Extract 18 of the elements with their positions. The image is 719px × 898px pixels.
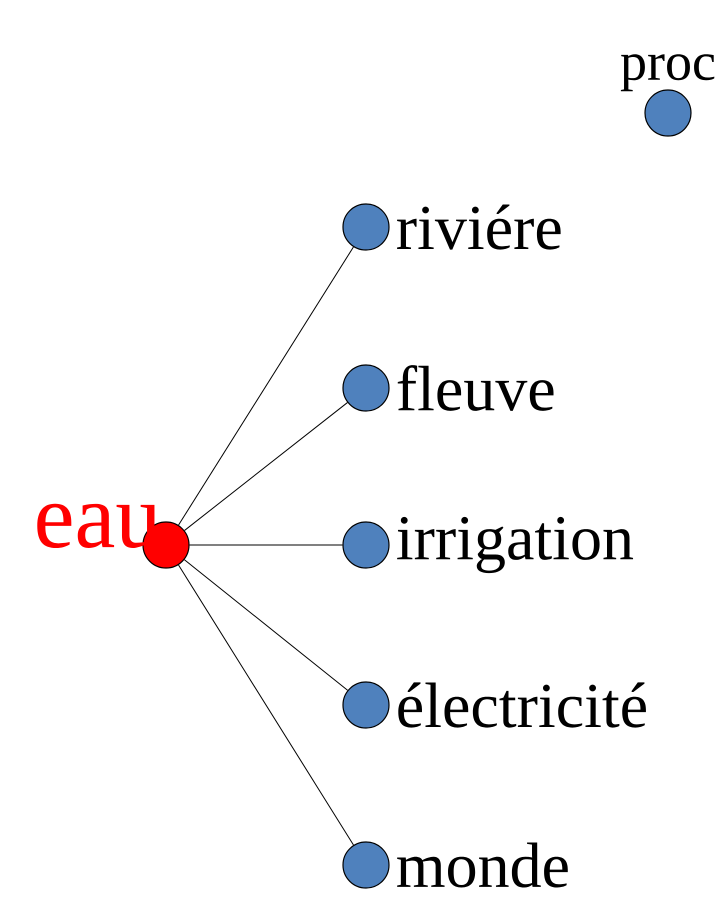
connector-line: [178, 246, 354, 526]
node-label: riviére: [397, 204, 561, 250]
node-label: proc: [620, 54, 714, 92]
node-label: fleuve: [398, 365, 554, 411]
connector-line: [184, 559, 348, 691]
node-label: monde: [397, 842, 568, 888]
circle-node: [37, 504, 190, 569]
circle-node: [342, 364, 554, 412]
connector-line: [184, 402, 348, 531]
circle-node: [620, 54, 714, 137]
node-label: irrigation: [397, 516, 634, 574]
circle-node: [342, 203, 561, 251]
circle-node: [342, 681, 646, 729]
node-label: électricité: [398, 682, 646, 728]
circle-node: [342, 516, 634, 574]
connector-line: [189, 544, 343, 546]
circle-node: [342, 841, 568, 889]
connector-line: [178, 564, 354, 846]
